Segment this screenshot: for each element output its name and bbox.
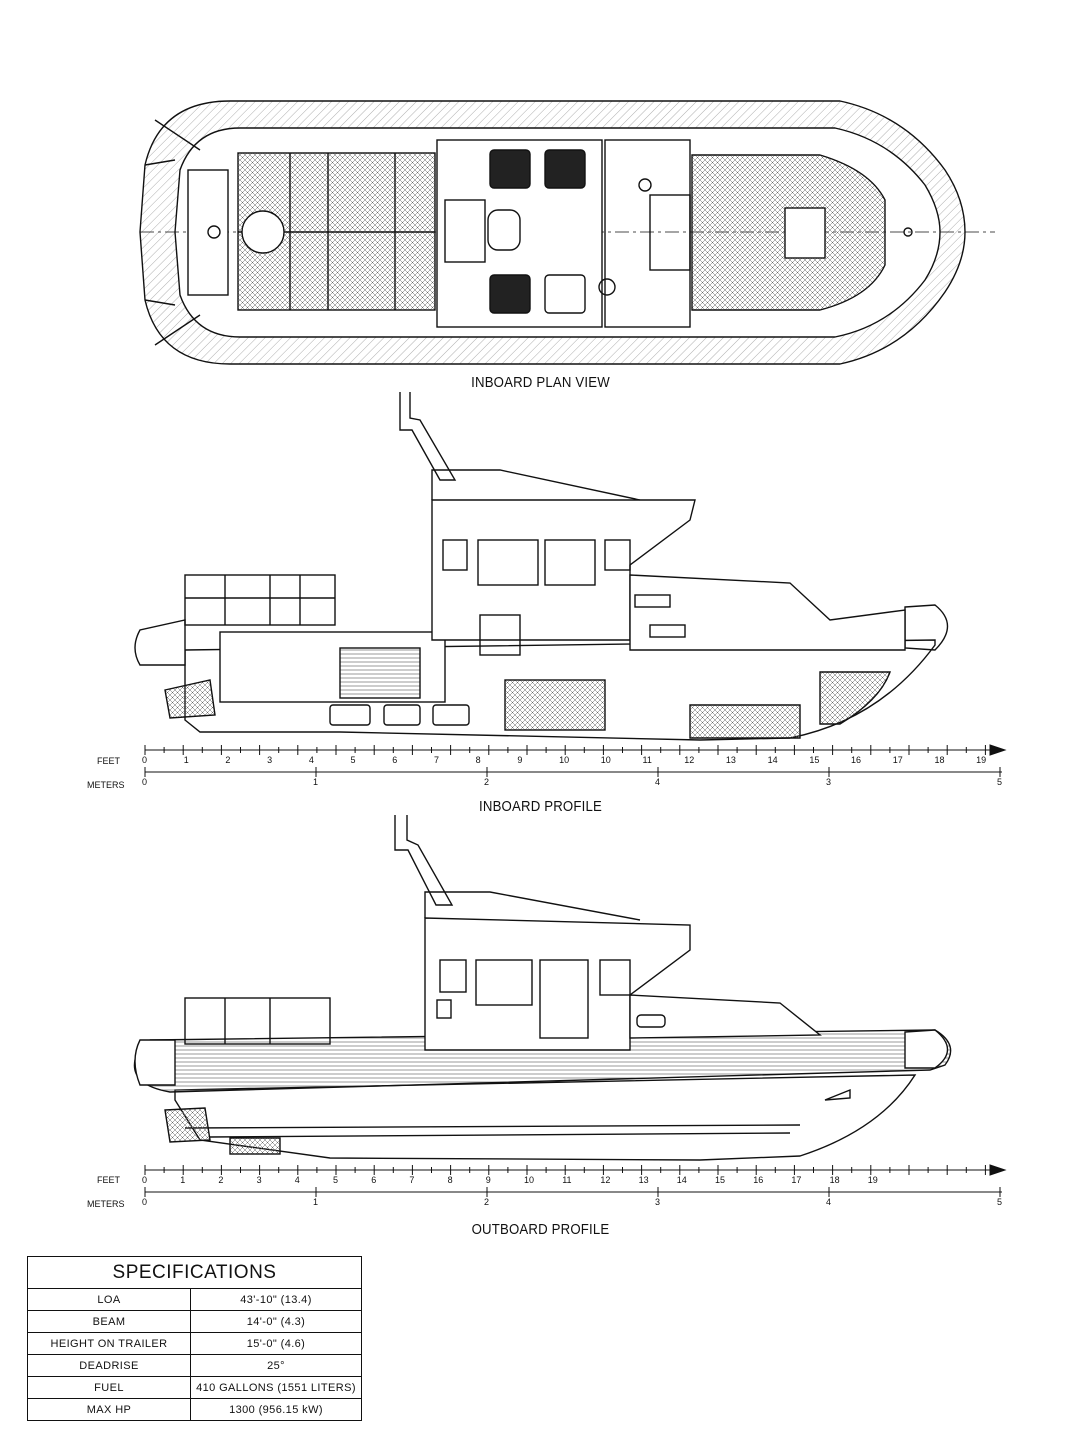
inboard-profile — [134, 392, 949, 741]
outboard-feet-label: FEET — [97, 1175, 121, 1185]
inboard-scale-meters-tick-label: 0 — [142, 777, 148, 787]
inboard-scale-feet-tick-label: 12 — [684, 755, 695, 765]
spec-label: LOA — [27, 1288, 191, 1311]
outboard-scale-feet-tick-label: 19 — [867, 1175, 878, 1185]
inboard-scale-meters-tick-label: 1 — [313, 777, 319, 787]
outboard-cabin — [424, 917, 691, 1051]
deck-hatch — [241, 210, 285, 254]
inboard-scale-feet-tick-label: 16 — [851, 755, 862, 765]
inboard-scale-feet-tick-label: 2 — [225, 755, 231, 765]
inboard-scale-feet-tick-label: 18 — [934, 755, 945, 765]
inboard-meters-label: METERS — [87, 780, 125, 790]
outboard-scale-feet-tick-label: 7 — [409, 1175, 415, 1185]
outboard-scale-feet-tick-label: 1 — [180, 1175, 186, 1185]
outboard-scale-feet-tick-label: 11 — [562, 1175, 572, 1185]
plan-view — [139, 100, 995, 365]
inboard-scale-feet-tick-label: 4 — [308, 755, 314, 765]
inboard-scale-feet-tick-label: 10 — [600, 755, 611, 765]
inboard-scale-meters-tick-label: 2 — [484, 777, 490, 787]
inboard-scale-feet-tick-label: 19 — [976, 755, 987, 765]
inboard-scale-feet-tick-label: 7 — [433, 755, 439, 765]
outboard-scale-feet-tick-label: 2 — [218, 1175, 224, 1185]
inboard-scale-meters-tick-label: 4 — [655, 777, 661, 787]
outboard-scale-feet-tick-label: 4 — [294, 1175, 300, 1185]
outboard-scale-meters-tick-label: 5 — [997, 1197, 1003, 1207]
inboard-scale-feet-tick-label: 15 — [809, 755, 820, 765]
outboard-scale-feet-tick-label: 0 — [142, 1175, 148, 1185]
inboard-scale-feet-tick-label: 13 — [725, 755, 736, 765]
outboard-scale-feet-tick-label: 9 — [485, 1175, 491, 1185]
inboard-scale-feet-tick-label: 8 — [475, 755, 481, 765]
inboard-scale-feet-tick-label: 6 — [392, 755, 398, 765]
outboard-scale-meters-tick-label: 4 — [826, 1197, 832, 1207]
inboard-scale-feet-tick-label: 1 — [183, 755, 189, 765]
spec-label: BEAM — [27, 1310, 191, 1333]
spec-value: 25° — [190, 1354, 362, 1377]
inboard-profile-title: INBOARD PROFILE — [479, 798, 602, 815]
inboard-scale-feet-tick-label: 11 — [642, 755, 652, 765]
outboard-hull — [174, 1074, 917, 1161]
inboard-feet-label: FEET — [97, 756, 121, 766]
spec-value: 410 GALLONS (1551 LITERS) — [190, 1376, 362, 1399]
outboard-scale-meters-tick-label: 0 — [142, 1197, 148, 1207]
spec-value: 1300 (956.15 kW) — [190, 1398, 362, 1421]
outboard-scale-feet-tick-label: 17 — [791, 1175, 802, 1185]
outboard-scale — [144, 1164, 1007, 1197]
spec-value: 43'-10" (13.4) — [190, 1288, 362, 1311]
outboard-scale-feet-tick-label: 12 — [600, 1175, 611, 1185]
outboard-scale-meters-tick-label: 1 — [313, 1197, 319, 1207]
spec-value: 15'-0" (4.6) — [190, 1332, 362, 1355]
inboard-scale-meters-tick-label: 3 — [826, 777, 832, 787]
outboard-scale-feet-tick-label: 10 — [524, 1175, 535, 1185]
inboard-scale-feet-tick-label: 17 — [892, 755, 903, 765]
specifications-title: SPECIFICATIONS — [27, 1256, 362, 1289]
spec-label: MAX HP — [27, 1398, 191, 1421]
outboard-scale-meters-tick-label: 2 — [484, 1197, 490, 1207]
outboard-scale-feet-tick-label: 3 — [256, 1175, 262, 1185]
spec-label: FUEL — [27, 1376, 191, 1399]
outboard-scale-feet-tick-label: 6 — [371, 1175, 377, 1185]
inboard-scale-feet-tick-label: 3 — [267, 755, 273, 765]
outboard-scale-meters-tick-label: 3 — [655, 1197, 661, 1207]
outboard-scale-feet-tick-label: 8 — [447, 1175, 453, 1185]
inboard-scale — [144, 744, 1007, 777]
inboard-scale-feet-tick-label: 9 — [517, 755, 523, 765]
inboard-scale-feet-tick-label: 0 — [142, 755, 148, 765]
plan-view-title: INBOARD PLAN VIEW — [471, 374, 610, 391]
inboard-scale-feet-tick-label: 5 — [350, 755, 356, 765]
outboard-scale-feet-tick-label: 14 — [676, 1175, 687, 1185]
inboard-scale-meters-tick-label: 5 — [997, 777, 1003, 787]
outboard-profile-title: OUTBOARD PROFILE — [471, 1221, 610, 1238]
outboard-scale-feet-tick-label: 16 — [753, 1175, 764, 1185]
spec-label: DEADRISE — [27, 1354, 191, 1377]
outboard-scale-feet-tick-label: 5 — [333, 1175, 339, 1185]
inboard-cabin — [431, 499, 696, 641]
outboard-meters-label: METERS — [87, 1199, 125, 1209]
inboard-scale-feet-tick-label: 10 — [559, 755, 570, 765]
outboard-scale-feet-tick-label: 13 — [638, 1175, 649, 1185]
outboard-scale-feet-tick-label: 15 — [715, 1175, 726, 1185]
outboard-scale-feet-tick-label: 18 — [829, 1175, 840, 1185]
outboard-profile — [133, 815, 952, 1161]
inboard-scale-feet-tick-label: 14 — [767, 755, 778, 765]
spec-value: 14'-0" (4.3) — [190, 1310, 362, 1333]
spec-label: HEIGHT ON TRAILER — [27, 1332, 191, 1355]
